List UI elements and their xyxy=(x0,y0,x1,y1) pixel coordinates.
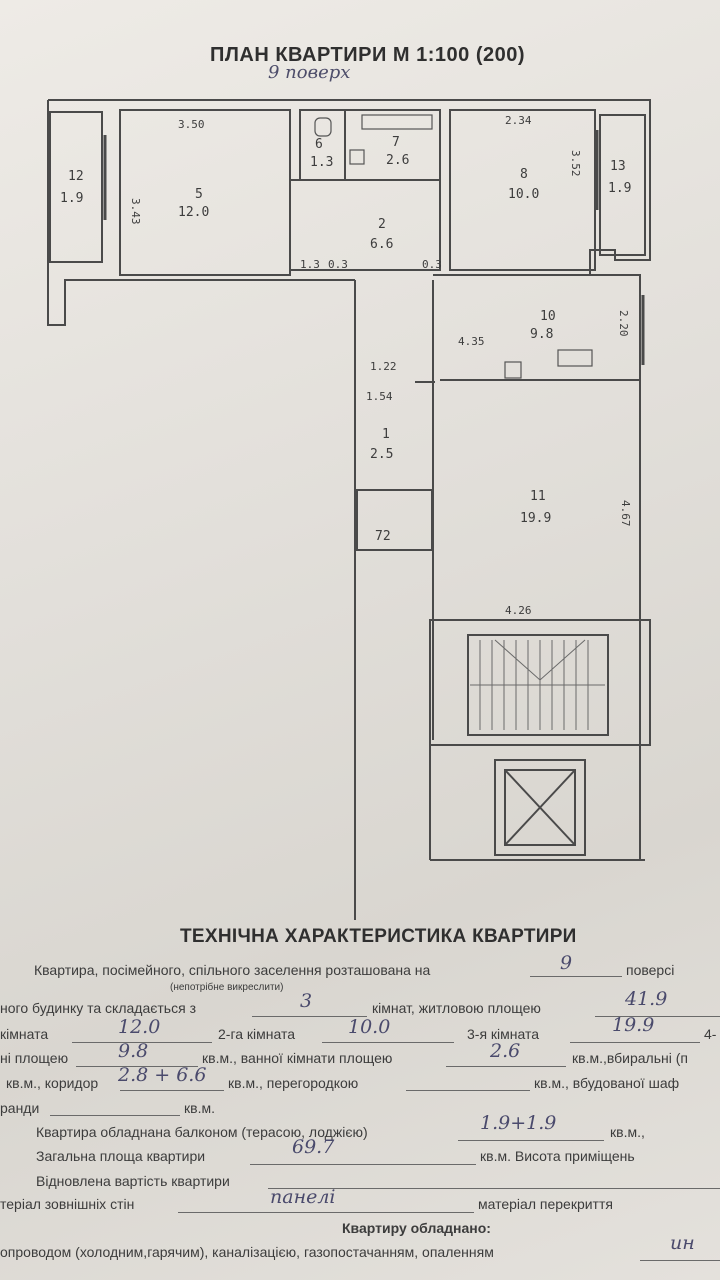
equipment-heading: Квартиру обладнано: xyxy=(342,1220,491,1236)
dim-room8-depth: 3.52 xyxy=(569,150,582,177)
balcony-value: 1.9+1.9 xyxy=(480,1112,557,1134)
rooms-count-value: 3 xyxy=(300,990,313,1012)
cross-out-note: (непотрібне викреслити) xyxy=(170,982,284,993)
room-8-area: 10.0 xyxy=(508,187,539,202)
veranda-unit: кв.м. xyxy=(184,1100,215,1116)
room1-label: кімната xyxy=(0,1026,49,1042)
room-1-number: 1 xyxy=(382,427,390,442)
dim-room10-width: 4.35 xyxy=(458,335,485,348)
floor-plan-drawing: 12 1.9 5 12.0 6 1.3 7 2.6 8 10.0 13 1.9 … xyxy=(47,99,651,920)
room-1-area: 2.5 xyxy=(370,447,393,462)
bathroom-label: кв.м., ванної кімнати площею xyxy=(202,1050,393,1066)
room-13-number: 13 xyxy=(610,159,626,174)
floor-prefix: Квартира, посімейного, спільного заселен… xyxy=(34,962,431,978)
room2-label: 2-га кімната xyxy=(218,1026,296,1042)
kitchen-value: 9.8 xyxy=(118,1040,149,1062)
balcony-label: Квартира обладнана балконом (терасою, ло… xyxy=(36,1124,368,1140)
dim-room11-width: 4.26 xyxy=(505,604,532,617)
room-11-number: 11 xyxy=(530,489,546,504)
room-13-area: 1.9 xyxy=(608,181,631,196)
room-10-number: 10 xyxy=(540,309,556,324)
bathroom-value: 2.6 xyxy=(490,1040,521,1062)
wc-label: кв.м.,вбиральні (п xyxy=(572,1050,688,1066)
partition-label: кв.м., перегородкою xyxy=(228,1075,359,1091)
total-area-value: 69.7 xyxy=(292,1136,335,1158)
living-area-value: 41.9 xyxy=(625,988,668,1010)
wardrobe-label: кв.м., вбудованої шаф xyxy=(534,1075,680,1091)
ceiling-height-label: кв.м. Висота приміщень xyxy=(480,1148,635,1164)
tech-line-floor: Квартира, посімейного, спільного заселен… xyxy=(34,962,430,978)
room-11-area: 19.9 xyxy=(520,511,551,526)
utilities-label: опроводом (холодним,гарячим), каналізаці… xyxy=(0,1244,494,1260)
wall-material-value: панелі xyxy=(270,1186,336,1208)
floor-suffix: поверсі xyxy=(626,962,675,978)
tech-title: ТЕХНІЧНА ХАРАКТЕРИСТИКА КВАРТИРИ xyxy=(180,926,577,947)
room-7-number: 7 xyxy=(392,135,400,150)
room-12-number: 12 xyxy=(68,169,84,184)
small-label-3: 0.3 xyxy=(422,258,442,271)
plan-title: ПЛАН КВАРТИРИ М 1:100 (200) xyxy=(210,44,526,66)
floor-value: 9 xyxy=(560,952,573,974)
room3-value: 19.9 xyxy=(612,1014,655,1036)
veranda-label: ранди xyxy=(0,1100,40,1116)
utilities-value: ин xyxy=(670,1232,695,1254)
dim-room8-width: 2.34 xyxy=(505,114,532,127)
living-area-label: кімнат, житловою площею xyxy=(372,1000,541,1016)
dim-room5-depth: 3.43 xyxy=(129,198,142,225)
dim-room10-depth: 2.20 xyxy=(617,310,630,337)
kitchen-label: ні площею xyxy=(0,1050,69,1066)
room-2-area: 6.6 xyxy=(370,237,393,252)
room-6-area: 1.3 xyxy=(310,155,333,170)
corridor-label: кв.м., коридор xyxy=(6,1075,99,1091)
room-5-number: 5 xyxy=(195,187,203,202)
room-2-number: 2 xyxy=(378,217,386,232)
wall-material-label: теріал зовнішніх стін xyxy=(0,1196,135,1212)
room-6-number: 6 xyxy=(315,137,323,152)
room-5-area: 12.0 xyxy=(178,205,209,220)
dim-passage-2: 1.54 xyxy=(366,390,393,403)
room-12-area: 1.9 xyxy=(60,191,83,206)
corridor-value: 2.8 + 6.6 xyxy=(118,1064,207,1086)
balcony-left-outline xyxy=(49,111,103,263)
room-7-area: 2.6 xyxy=(386,153,409,168)
dim-room5-width: 3.50 xyxy=(178,118,205,131)
total-area-label: Загальна площа квартири xyxy=(36,1148,206,1164)
small-label-2: 0.3 xyxy=(328,258,348,271)
room-10-area: 9.8 xyxy=(530,327,553,342)
room2-value: 10.0 xyxy=(348,1016,391,1038)
storage-label: 72 xyxy=(375,529,391,544)
small-label-1: 1.3 xyxy=(300,258,320,271)
floor-handwritten-note: 9 поверх xyxy=(268,62,351,83)
dim-room11-depth: 4.67 xyxy=(619,500,632,527)
room3-label: 3-я кімната xyxy=(467,1026,540,1042)
rooms-prefix: ного будинку та складається з xyxy=(0,1000,196,1016)
room4-label: 4- xyxy=(704,1026,717,1042)
restored-cost-label: Відновлена вартість квартири xyxy=(36,1173,230,1189)
room-8-number: 8 xyxy=(520,167,528,182)
balcony-unit: кв.м., xyxy=(610,1124,645,1140)
dim-passage-1: 1.22 xyxy=(370,360,397,373)
floor-material-label: матеріал перекриття xyxy=(478,1196,613,1212)
room1-value: 12.0 xyxy=(118,1016,161,1038)
